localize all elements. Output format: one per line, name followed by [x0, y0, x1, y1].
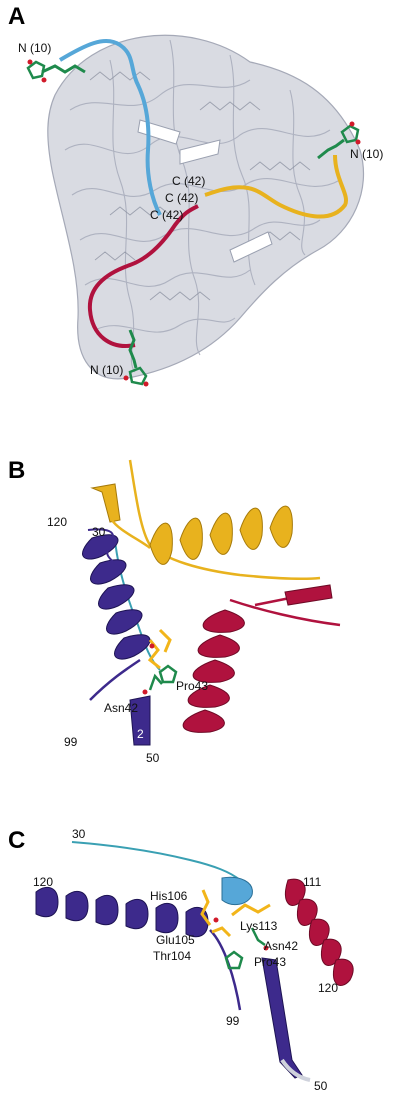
label-b-asn42: Asn42	[104, 701, 138, 715]
n-glycan-bottom	[123, 329, 149, 387]
label-c-50: 50	[314, 1079, 328, 1093]
gold-chain-tail	[204, 154, 348, 219]
label-c42-3: C (42)	[150, 208, 183, 222]
label-c-99: 99	[226, 1014, 240, 1028]
blue-chain-tail	[58, 39, 162, 216]
red-helix-c	[284, 878, 354, 986]
sidechains-c	[200, 889, 271, 970]
label-b-strand-2: 2	[137, 727, 144, 741]
label-b-99: 99	[64, 735, 78, 749]
n-glycan-right	[317, 121, 361, 160]
label-c42-2: C (42)	[165, 191, 198, 205]
teal-linker-c	[71, 841, 241, 881]
label-c-thr104: Thr104	[153, 949, 191, 963]
label-c-his106: His106	[150, 889, 188, 903]
label-c-glu105: Glu105	[156, 933, 195, 947]
purple-helix-a	[82, 528, 151, 746]
label-b-pro43: Pro43	[176, 679, 208, 693]
panel-a-letter: A	[8, 3, 25, 30]
purple-long-helix	[35, 886, 311, 1082]
panel-b-letter: B	[8, 457, 25, 484]
label-c-111: 111	[303, 875, 322, 889]
panel-c-letter: C	[8, 827, 25, 854]
panel-a: A	[8, 3, 383, 387]
label-n10-right: N (10)	[350, 147, 383, 161]
blue-helix-turn	[221, 876, 253, 906]
gold-helix-segment	[90, 459, 321, 581]
label-c-120-right: 120	[318, 981, 338, 995]
panel-c: C	[8, 827, 354, 1093]
sidechains-b	[142, 628, 178, 695]
label-c42-1: C (42)	[172, 174, 205, 188]
label-c-asn42: Asn42	[264, 939, 298, 953]
label-c-30: 30	[72, 827, 86, 841]
red-helix-segment	[182, 584, 341, 733]
label-c-lys113: Lys113	[240, 919, 278, 933]
label-b-120: 120	[47, 515, 67, 529]
panel-b: B	[8, 457, 341, 765]
trimer-surface	[47, 34, 365, 380]
label-b-30: 30	[92, 525, 106, 539]
red-chain-tail	[87, 204, 199, 348]
label-n10-top: N (10)	[18, 41, 51, 55]
n-glycan-top	[26, 59, 86, 83]
label-b-helix-a: A	[86, 557, 94, 571]
label-c-pro43: Pro43	[254, 955, 286, 969]
label-b-50: 50	[146, 751, 160, 765]
label-c-120-left: 120	[33, 875, 53, 889]
label-n10-bottom: N (10)	[90, 363, 123, 377]
